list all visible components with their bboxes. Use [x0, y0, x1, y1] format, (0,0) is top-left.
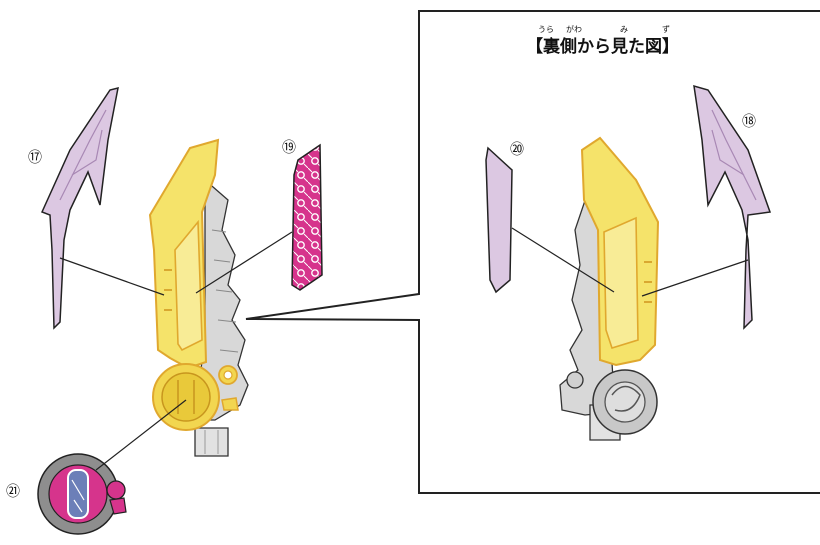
leader-19 — [195, 231, 293, 294]
inset-frame — [245, 10, 820, 494]
ruby-ura: うら — [538, 25, 554, 34]
back-view-inset: うら がわ み ず 【裏側から見た図】 — [245, 10, 820, 494]
part-17-detail — [59, 109, 107, 201]
part-21-disc-sticker: ㉑ — [6, 399, 187, 535]
ruby-zu: ず — [662, 24, 670, 34]
part-21-knob — [106, 480, 126, 500]
front-blade-fuller — [174, 219, 203, 352]
ruby-gawa: がわ — [566, 24, 582, 34]
part-17-fin: ⑰ — [28, 86, 165, 330]
front-gear-tab — [221, 397, 239, 411]
part-18-fin: ⑱ — [641, 84, 772, 330]
part-19-shape — [291, 143, 323, 291]
part-20-strip: ⑳ — [485, 142, 615, 294]
part-18-detail — [711, 109, 757, 201]
part-19-label: ⑲ — [282, 140, 296, 156]
part-21-label: ㉑ — [6, 484, 20, 500]
part-17-shape — [40, 86, 119, 330]
pommel-lines — [204, 430, 219, 454]
disc-slots — [177, 380, 195, 414]
front-sword-ridges — [211, 229, 239, 353]
part-19-sticker: ⑲ — [195, 140, 323, 294]
part-18-shape — [693, 84, 772, 330]
blade-vents — [164, 269, 172, 311]
leader-21 — [95, 399, 187, 471]
part-21-glint — [71, 479, 85, 513]
part-20-label: ⑳ — [510, 142, 524, 158]
part-21-window — [67, 469, 89, 519]
part-21-tab — [109, 497, 127, 515]
inset-title: 【裏側から見た図】 — [526, 36, 679, 57]
front-sword — [148, 138, 249, 457]
back-blade-fuller — [603, 216, 639, 349]
ruby-mi: み — [620, 25, 628, 34]
back-gear-knob — [566, 371, 584, 389]
leader-18 — [641, 259, 749, 297]
back-disc-swirl — [611, 385, 641, 412]
back-sword — [559, 136, 660, 441]
back-disc-inner — [604, 381, 646, 423]
part-17-label: ⑰ — [28, 150, 42, 166]
part-20-shape — [485, 146, 513, 294]
back-blade-vents — [644, 261, 652, 303]
part-18-label: ⑱ — [742, 114, 756, 130]
gear-hole — [223, 370, 233, 380]
leader-20 — [511, 227, 615, 293]
leader-17 — [59, 257, 165, 296]
front-sword-pommel — [194, 427, 229, 457]
